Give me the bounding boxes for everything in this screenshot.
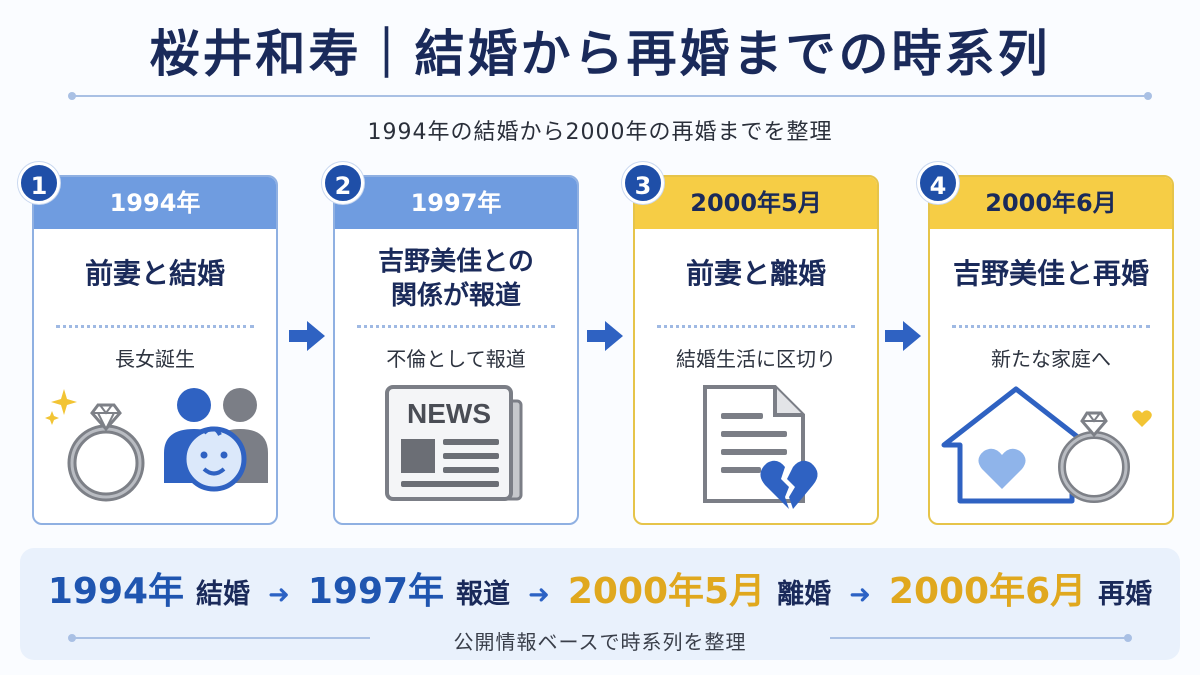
card-title: 吉野美佳との 関係が報道 (335, 245, 577, 313)
summary-year: 2000年5月 (567, 571, 766, 612)
timeline-card-4: 2000年6月 吉野美佳と再婚 新たな家庭へ (928, 175, 1174, 525)
page-subtitle: 1994年の結婚から2000年の再婚までを整理 (367, 120, 833, 145)
ring-and-family-icon (34, 383, 276, 513)
arrow-right-icon (885, 321, 921, 351)
card-description: 新たな家庭へ (991, 347, 1111, 371)
step-badge-2: 2 (322, 162, 364, 204)
ring-icon (1058, 411, 1130, 503)
dotted-divider (952, 325, 1150, 328)
summary-year: 1997年 (307, 571, 445, 612)
arrow-right-icon: ➜ (528, 580, 550, 610)
card-description: 不倫として報道 (386, 347, 526, 371)
summary-footer: 公開情報ベースで時系列を整理 (453, 630, 747, 654)
card-title: 前妻と結婚 (84, 257, 225, 290)
newspaper-icon: NEWS (335, 383, 577, 513)
step-badge-4: 4 (917, 162, 959, 204)
summary-panel: 1994年 結婚 ➜ 1997年 報道 ➜ 2000年5月 離婚 ➜ 2000年… (20, 548, 1180, 660)
step-badge-3: 3 (622, 162, 664, 204)
card-title: 吉野美佳と再婚 (952, 257, 1149, 290)
page-title: 桜井和寿｜結婚から再婚までの時系列 (149, 25, 1051, 83)
family-icon (164, 388, 268, 492)
arrow-right-icon (587, 321, 623, 351)
arrow-right-icon (289, 321, 325, 351)
news-text: NEWS (407, 398, 491, 429)
card-year: 1997年 (335, 177, 577, 229)
title-divider (68, 92, 1152, 100)
summary-event: 報道 (456, 579, 511, 610)
arrow-right-icon: ➜ (268, 580, 290, 610)
step-badge-1: 1 (18, 162, 60, 204)
arrow-right-icon: ➜ (849, 580, 871, 610)
broken-heart-icon (760, 460, 818, 509)
dotted-divider (56, 325, 254, 328)
summary-event: 結婚 (196, 579, 251, 610)
summary-year: 2000年6月 (888, 571, 1087, 612)
sparkle-icon (45, 389, 77, 425)
house-ring-heart-icon (930, 383, 1172, 513)
timeline-card-1: 1994年 前妻と結婚 長女誕生 (32, 175, 278, 525)
summary-year: 1994年 (47, 571, 185, 612)
card-year: 1994年 (34, 177, 276, 229)
footer-divider (830, 634, 1132, 642)
document-broken-heart-icon (635, 383, 877, 513)
dotted-divider (357, 325, 555, 328)
dotted-divider (657, 325, 855, 328)
ring-icon (67, 403, 145, 502)
heart-icon (978, 448, 1026, 489)
card-title: 前妻と離婚 (685, 257, 826, 290)
footer-divider (68, 634, 370, 642)
card-description: 長女誕生 (115, 347, 195, 371)
summary-event: 再婚 (1098, 579, 1153, 610)
small-heart-icon (1132, 410, 1152, 427)
summary-timeline: 1994年 結婚 ➜ 1997年 報道 ➜ 2000年5月 離婚 ➜ 2000年… (20, 562, 1180, 614)
timeline-card-2: 1997年 吉野美佳との 関係が報道 不倫として報道 NEWS (333, 175, 579, 525)
summary-event: 離婚 (777, 579, 832, 610)
card-year: 2000年5月 (635, 177, 877, 229)
card-description: 結婚生活に区切り (676, 347, 836, 371)
card-title-line-1: 吉野美佳との (378, 247, 534, 277)
timeline-card-3: 2000年5月 前妻と離婚 結婚生活に区切り (633, 175, 879, 525)
card-title-line-2: 関係が報道 (390, 281, 521, 311)
card-year: 2000年6月 (930, 177, 1172, 229)
